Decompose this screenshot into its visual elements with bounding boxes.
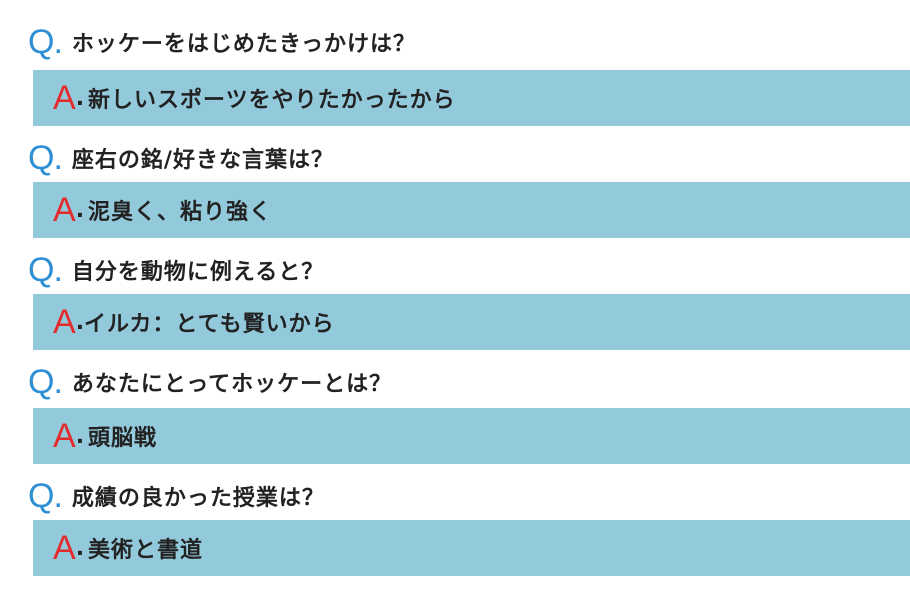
answer-text: 美術と書道 <box>88 538 204 563</box>
a-marker-dot: . <box>75 423 85 449</box>
answer-text: 新しいスポーツをやりたかったから <box>88 88 456 113</box>
a-marker: A <box>53 79 76 117</box>
a-marker: A <box>53 529 76 567</box>
answer-text: 頭脳戦 <box>88 426 158 451</box>
question-row: Q. 自分を動物に例えると？ <box>28 250 324 290</box>
question-text: 成績の良かった授業は？ <box>71 486 325 511</box>
question-text: 座右の銘/好きな言葉は？ <box>71 148 334 173</box>
a-marker-dot: . <box>75 309 85 335</box>
answer-text: 泥臭く、粘り強く <box>88 200 273 225</box>
a-marker-dot: . <box>75 85 85 111</box>
q-marker: Q. <box>28 251 63 289</box>
a-marker: A <box>53 303 76 341</box>
answer-box: A . イルカ：とても賢いから <box>33 294 910 350</box>
a-marker-dot: . <box>75 197 85 223</box>
question-text: ホッケーをはじめたきっかけは？ <box>71 32 417 57</box>
a-marker: A <box>53 417 76 455</box>
q-marker: Q. <box>28 363 63 401</box>
question-text: 自分を動物に例えると？ <box>71 260 325 285</box>
q-marker: Q. <box>28 139 63 177</box>
answer-text: イルカ：とても賢いから <box>84 312 335 337</box>
a-marker-dot: . <box>75 535 85 561</box>
question-row: Q. 成績の良かった授業は？ <box>28 476 325 516</box>
question-row: Q. あなたにとってホッケーとは？ <box>28 362 392 402</box>
answer-box: A . 頭脳戦 <box>33 408 910 464</box>
question-row: Q. ホッケーをはじめたきっかけは？ <box>28 22 416 62</box>
answer-box: A . 泥臭く、粘り強く <box>33 182 910 238</box>
answer-box: A . 美術と書道 <box>33 520 910 576</box>
answer-box: A . 新しいスポーツをやりたかったから <box>33 70 910 126</box>
q-marker: Q. <box>28 23 63 61</box>
q-marker: Q. <box>28 477 63 515</box>
a-marker: A <box>53 191 76 229</box>
question-text: あなたにとってホッケーとは？ <box>71 372 393 397</box>
question-row: Q. 座右の銘/好きな言葉は？ <box>28 138 334 178</box>
